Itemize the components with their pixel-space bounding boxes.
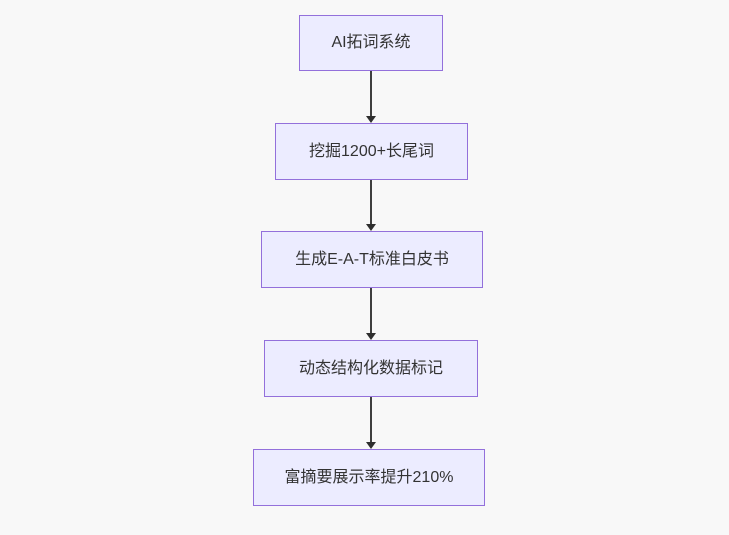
node-label: 挖掘1200+长尾词 [309, 142, 434, 160]
arrow-head-icon [366, 116, 376, 123]
arrow-head-icon [366, 224, 376, 231]
flowchart-edge-2 [365, 180, 377, 231]
node-label: 富摘要展示率提升210% [284, 468, 454, 486]
flowchart-node-longtail-keywords: 挖掘1200+长尾词 [275, 123, 468, 180]
node-label: AI拓词系统 [331, 34, 411, 52]
flowchart-node-structured-data-markup: 动态结构化数据标记 [264, 340, 478, 397]
arrow-line [370, 180, 372, 225]
node-label: 生成E-A-T标准白皮书 [295, 250, 449, 268]
flowchart-edge-1 [365, 71, 377, 123]
flowchart-node-eat-whitepaper: 生成E-A-T标准白皮书 [261, 231, 483, 288]
arrow-line [370, 71, 372, 117]
arrow-head-icon [366, 442, 376, 449]
flowchart-edge-4 [365, 397, 377, 449]
arrow-line [370, 288, 372, 334]
node-label: 动态结构化数据标记 [298, 359, 443, 377]
arrow-line [370, 397, 372, 443]
arrow-head-icon [366, 333, 376, 340]
flowchart-node-rich-snippet-result: 富摘要展示率提升210% [253, 449, 485, 506]
flowchart-edge-3 [365, 288, 377, 340]
flowchart-node-ai-keyword-system: AI拓词系统 [299, 15, 443, 71]
